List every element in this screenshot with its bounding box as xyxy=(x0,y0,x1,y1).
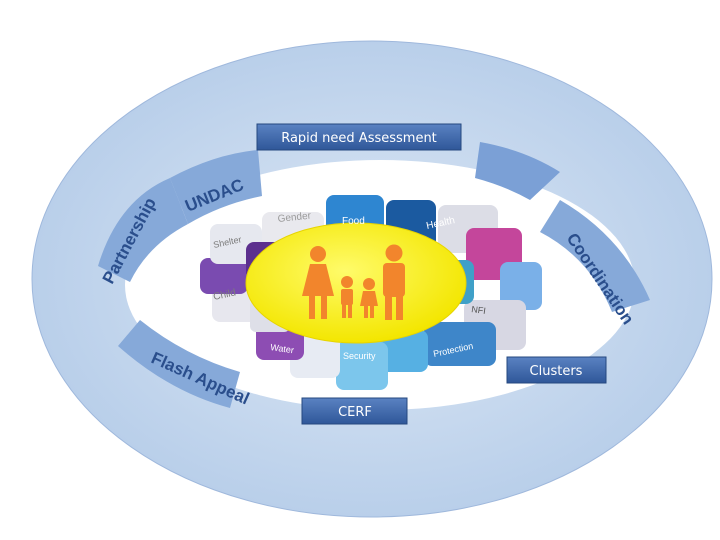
rapid-need-assessment-label: Rapid need Assessment xyxy=(281,131,437,146)
center-ellipse xyxy=(245,222,467,344)
puzzle-piece xyxy=(424,322,496,366)
sector-child: Child xyxy=(212,287,237,302)
family-icon xyxy=(302,244,405,320)
cerf-box: CERF xyxy=(301,397,408,425)
flash-appeal-arc xyxy=(118,320,240,408)
clusters-box: Clusters xyxy=(506,356,607,384)
coordination-arc xyxy=(540,200,650,312)
puzzle-piece xyxy=(380,330,428,372)
top-right-arc xyxy=(475,142,560,200)
rapid-need-assessment-box: Rapid need Assessment xyxy=(256,123,462,151)
sector-gender: Gender xyxy=(277,210,312,224)
sector-nfi: NFI xyxy=(471,304,487,316)
puzzle-piece xyxy=(200,258,248,294)
undac-arc xyxy=(170,150,262,224)
sector-food: Food xyxy=(342,216,365,227)
puzzle-piece xyxy=(336,342,388,390)
sector-water: Water xyxy=(270,342,295,355)
cerf-label: CERF xyxy=(338,405,372,420)
clusters-label: Clusters xyxy=(530,364,583,379)
sector-security: Security xyxy=(343,351,376,361)
puzzle-piece xyxy=(500,262,542,310)
partnership-arc xyxy=(98,178,188,282)
